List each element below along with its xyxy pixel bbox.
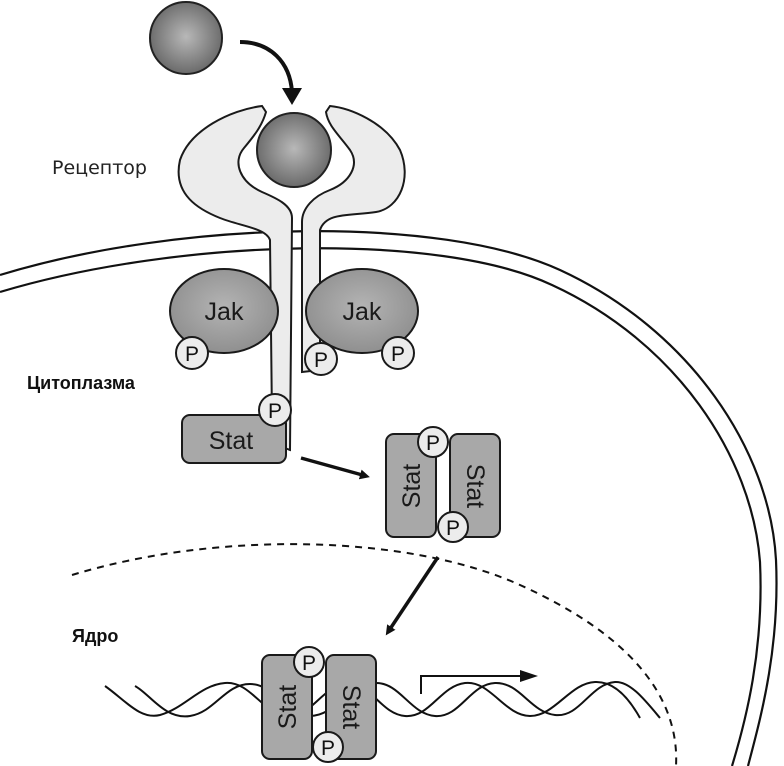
jak-left-label: Jak <box>205 298 244 326</box>
jak-left: Jak <box>169 268 279 354</box>
svg-text:P: P <box>185 343 199 366</box>
stat-dimer-right-label: Stat <box>461 464 489 509</box>
jak-right: Jak <box>305 268 419 354</box>
binding-arrow-head-icon <box>282 88 302 105</box>
phosphate-receptor-stat: P <box>258 393 292 427</box>
stat-dimer-dna: Stat Stat <box>261 654 377 760</box>
svg-text:P: P <box>391 343 405 366</box>
svg-text:P: P <box>321 737 335 760</box>
ligand-free <box>149 1 223 75</box>
transcription-start-arrow-icon <box>420 675 520 694</box>
stat-monomer: Stat <box>181 414 287 464</box>
phosphate-dna-bottom: P <box>312 731 344 763</box>
ligand-bound <box>256 112 332 188</box>
dimerization-arrow-icon <box>300 456 370 480</box>
nuclear-import-arrow-icon <box>385 556 440 636</box>
nucleus-label: Ядро <box>72 626 118 646</box>
svg-text:P: P <box>446 517 460 540</box>
svg-text:P: P <box>302 652 316 675</box>
binding-arrow-icon <box>239 40 294 93</box>
cell-membrane <box>0 230 778 766</box>
phosphate-dimer-top: P <box>417 426 449 458</box>
cytoplasm-label: Цитоплазма <box>27 373 136 393</box>
dna-helix-icon <box>104 680 661 719</box>
stat-dna-right-label: Stat <box>337 685 365 730</box>
phosphate-jak-right: P <box>381 336 415 370</box>
nuclear-envelope <box>71 543 678 766</box>
receptor-right-chain <box>301 104 406 374</box>
phosphate-dimer-bottom: P <box>437 511 469 543</box>
svg-text:P: P <box>268 400 282 423</box>
phosphate-dna-top: P <box>293 646 325 678</box>
jak-right-label: Jak <box>343 298 382 326</box>
receptor-label: Рецептор <box>52 157 147 179</box>
stat-dimer-cytoplasm: Stat Stat <box>385 433 501 538</box>
stat-dna-left-label: Stat <box>274 685 302 730</box>
phosphate-receptor-right: P <box>304 342 338 376</box>
svg-text:P: P <box>314 349 328 372</box>
phosphate-jak-left: P <box>175 336 209 370</box>
stat-monomer-label: Stat <box>209 427 254 455</box>
svg-text:P: P <box>426 432 440 455</box>
stat-dimer-left-label: Stat <box>398 464 426 509</box>
